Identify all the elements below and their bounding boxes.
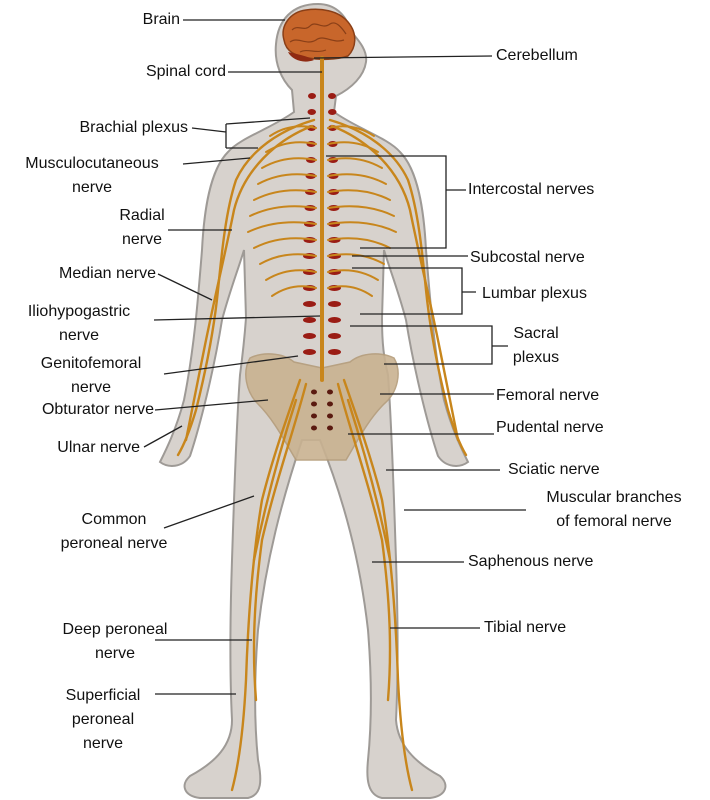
label-pudental-nerve: Pudental nerve (496, 419, 604, 436)
intercostal-nerve (247, 221, 317, 233)
intercostal-nerve (327, 125, 375, 137)
label-subcostal-nerve: Subcostal nerve (470, 249, 585, 266)
leader-brachial (191, 117, 311, 149)
label-median-nerve: Median nerve (59, 265, 156, 282)
intercostal-nerve (269, 125, 317, 137)
sacral-foramen (311, 413, 317, 419)
intercostal-nerve (327, 173, 387, 185)
intercostal-nerve (265, 269, 317, 281)
leader-lumbar (352, 267, 476, 315)
label-tibial-nerve: Tibial nerve (484, 619, 567, 636)
label-intercostal-nerves: Intercostal nerves (468, 181, 595, 198)
leader-iliohypogastric (153, 315, 321, 321)
label-brain: Brain (142, 11, 180, 28)
leader-common-peroneal (163, 495, 255, 529)
nerve-leg-right-3 (346, 398, 392, 562)
intercostal-nerve (327, 221, 397, 233)
leader-median (157, 273, 213, 301)
spine-segment (328, 317, 341, 323)
leader-obturator (154, 399, 269, 411)
intercostal-nerve (327, 285, 373, 297)
sacral-foramen (327, 401, 333, 407)
leader-ulnar (143, 425, 183, 448)
spine-segment (303, 301, 316, 307)
intercostal-nerve (271, 285, 317, 297)
label-ulnar-nerve: Ulnar nerve (57, 439, 140, 456)
intercostal-nerve (327, 141, 379, 153)
leader-intercostal (326, 155, 466, 249)
leader-cerebellum (313, 55, 493, 59)
brain-folds (289, 22, 347, 53)
nerve-leg-left-2 (252, 382, 308, 702)
intercostal-nerve (327, 269, 379, 281)
sacral-foramen (311, 425, 317, 431)
intercostal-nerve (327, 157, 383, 169)
sacral-foramen (311, 401, 317, 407)
spine-segment (307, 109, 316, 115)
sacral-foramen (311, 389, 317, 395)
nerve-leg-right-2 (336, 382, 392, 702)
label-brachial-plexus: Brachial plexus (79, 119, 189, 136)
nerve-arm-right (328, 118, 468, 457)
intercostal-nerve (253, 189, 317, 201)
nerves (176, 56, 468, 792)
intercostal-nerve (327, 189, 391, 201)
sacral-foramen (327, 413, 333, 419)
label-spinal-cord: Spinal cord (145, 63, 226, 80)
intercostal-nerve (261, 157, 317, 169)
label-cerebellum: Cerebellum (496, 47, 578, 64)
nerve-leg-right (342, 378, 414, 792)
label-obturator-nerve: Obturator nerve (41, 401, 154, 418)
nerve-leg-left (230, 378, 302, 792)
leader-genitofemoral (163, 355, 299, 375)
intercostal-nerve (265, 141, 317, 153)
intercostal-nerve (249, 205, 317, 217)
intercostal-nerve (327, 253, 385, 265)
spine-segment (303, 333, 316, 339)
intercostal-nerve (257, 173, 317, 185)
spine-segment (328, 349, 341, 355)
nerve-arm-left-2 (184, 124, 314, 442)
cerebellum-shape (288, 52, 314, 62)
spine-segment (328, 301, 341, 307)
intercostal-nerves (247, 125, 397, 297)
spine-segment (303, 349, 316, 355)
nerve-leg-left-3 (252, 398, 298, 562)
sacral-foramen (327, 425, 333, 431)
intercostal-nerve (259, 253, 317, 265)
intercostal-nerve (327, 205, 395, 217)
label-lumbar-plexus: Lumbar plexus (482, 285, 587, 302)
nerve-arm-left (176, 118, 316, 457)
leader-sacral (350, 325, 508, 365)
leader-musculocutaneous (182, 157, 251, 165)
spine-segment (308, 93, 316, 99)
label-femoral-nerve: Femoral nerve (496, 387, 600, 404)
spine-segment (328, 109, 337, 115)
intercostal-nerve (253, 237, 317, 249)
spine-segment (303, 317, 316, 323)
sacral-foramen (327, 389, 333, 395)
spine-segment (328, 333, 341, 339)
label-sciatic-nerve: Sciatic nerve (508, 461, 600, 478)
label-saphenous-nerve: Saphenous nerve (468, 553, 594, 570)
spine-segment (328, 93, 336, 99)
intercostal-nerve (327, 237, 391, 249)
